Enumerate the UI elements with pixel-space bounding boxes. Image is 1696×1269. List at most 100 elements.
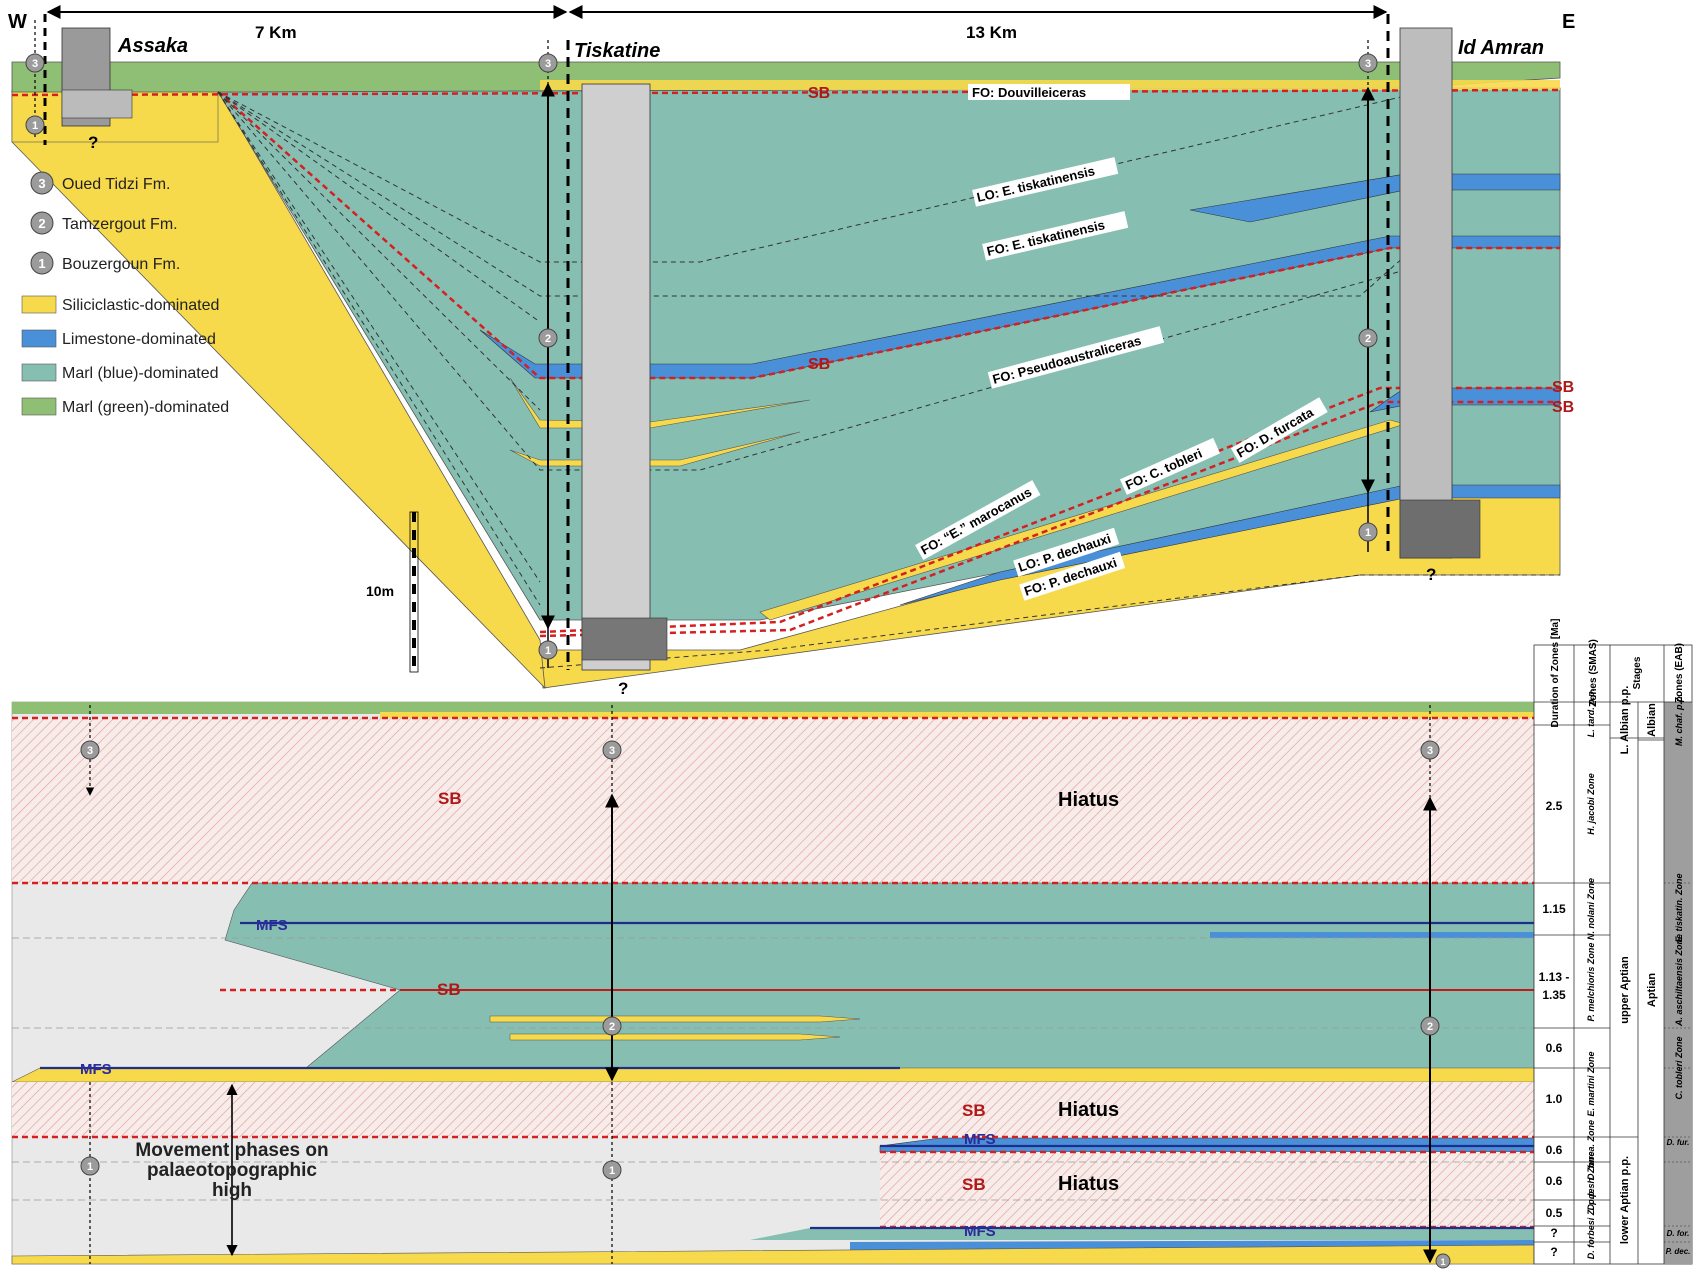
svg-text:1: 1 (87, 1161, 93, 1173)
siliciclastic-lens-2 (509, 1033, 841, 1041)
eab-furcata: D. fur. (1667, 1138, 1690, 1147)
hiatus-label-1: Hiatus (1058, 789, 1119, 811)
scale-bar (409, 511, 419, 673)
duration-melchioris-b: 1.35 (1542, 988, 1566, 1002)
limestone-band-middle (479, 235, 1561, 379)
smas-nolani: N. nolani Zone (1586, 878, 1596, 940)
east-label: E (1562, 11, 1575, 33)
sb-label-bottom-1: SB (438, 789, 462, 808)
unknown-mark-assaka: ? (88, 133, 98, 152)
header-stages: Stages (1632, 656, 1643, 689)
legend-swatch-marl-blue (21, 363, 57, 382)
legend-swatch-marl-green (21, 397, 57, 416)
legend: 3 2 1 Oued Tidzi Fm. Tamzergout Fm. Bouz… (21, 171, 229, 416)
legend-siliciclastic: Siliciclastic-dominated (62, 297, 219, 314)
mfs-label-3: MFS (964, 1131, 996, 1148)
formation-markers-bottom (80, 740, 1451, 1269)
bottom-chronostratigraphic-panel (11, 701, 1535, 1265)
hiatus-label-2: Hiatus (1058, 1099, 1119, 1121)
sb-label-top-2: SB (808, 356, 830, 373)
unknown-mark-tiskatine: ? (618, 679, 628, 698)
svg-text:3: 3 (609, 745, 615, 757)
legend-swatch-limestone (21, 329, 57, 348)
duration-nolani: 1.15 (1542, 902, 1566, 916)
eab-tobleri: C. tobleri Zone (1674, 1037, 1684, 1100)
mfs-label-4: MFS (964, 1223, 996, 1240)
legend-swatch-siliciclastic (21, 295, 57, 314)
svg-text:2: 2 (1427, 1021, 1433, 1033)
svg-text:3: 3 (545, 58, 551, 70)
stage-lower-aptian-pp: lower Aptian p.p. (1619, 1156, 1631, 1244)
marl-bottom (750, 1228, 1534, 1240)
top-cross-section (11, 5, 1561, 690)
sb-label-top-4: SB (1552, 399, 1574, 416)
sb-label-top-1: SB (808, 85, 830, 102)
limestone-band-upper (1189, 173, 1561, 223)
svg-text:2: 2 (609, 1021, 615, 1033)
duration-martini-b: 1.0 (1546, 1092, 1563, 1106)
siliciclastic-lens-1 (489, 1015, 861, 1023)
legend-tamzergout: Tamzergout Fm. (62, 216, 178, 233)
sb-label-bottom-4: SB (962, 1175, 986, 1194)
eab-column-shading (1664, 702, 1692, 1264)
sb-label-bottom-3: SB (962, 1101, 986, 1120)
limestone-upper-bottom (1210, 932, 1534, 938)
movement-label-line-1: Movement phases on (135, 1140, 328, 1161)
duration-unknown-2: ? (1550, 1245, 1557, 1259)
siliciclastic-wedge-2 (509, 431, 801, 467)
siliciclastic-band-middle (11, 1067, 1535, 1083)
stage-albian: Albian (1646, 703, 1658, 737)
hiatus-label-3: Hiatus (1058, 1173, 1119, 1195)
section-label-idamran: Id Amran (1458, 37, 1544, 59)
distance-label-7km: 7 Km (255, 23, 297, 42)
formation-markers-top (25, 53, 1378, 660)
zone-table: Duration of Zones [Ma] Zones (SMAS) Stag… (1533, 619, 1693, 1265)
stage-lower-albian-pp: L. Albian p.p. (1619, 686, 1631, 755)
eab-forbesi: D. for. (1667, 1229, 1690, 1238)
svg-text:1: 1 (1365, 527, 1371, 539)
hiatus-middle (12, 1082, 1534, 1137)
svg-text:1: 1 (609, 1165, 615, 1177)
legend-formation-num-1: 1 (38, 256, 45, 271)
header-eab: Zones (EAB) (1674, 643, 1685, 703)
distance-label-13km: 13 Km (966, 23, 1017, 42)
mfs-label-2: MFS (80, 1061, 112, 1078)
legend-bouzergoun: Bouzergoun Fm. (62, 256, 180, 273)
stage-upper-aptian: upper Aptian (1619, 956, 1631, 1024)
header-duration: Duration of Zones [Ma] (1550, 619, 1561, 728)
legend-formation-num-3: 3 (38, 176, 45, 191)
sequence-boundary-top (11, 88, 1561, 97)
header-smas: Zones (SMAS) (1588, 639, 1599, 707)
smas-furcata: D. furca. Zone (1586, 1120, 1596, 1180)
svg-text:1: 1 (32, 120, 38, 132)
eab-tiskatinensis: E. tiskatin. Zone (1674, 873, 1684, 942)
legend-marl-blue: Marl (blue)-dominated (62, 365, 219, 382)
limestone-band-basal (899, 484, 1561, 606)
legend-marl-green: Marl (green)-dominated (62, 399, 229, 416)
assaka-column (34, 14, 133, 145)
fo-douvilleiceras: FO: Douvilleiceras (972, 85, 1086, 100)
svg-text:3: 3 (87, 745, 93, 757)
duration-furcata: 0.6 (1546, 1143, 1563, 1157)
smas-jacobi: H. jacobi Zone (1586, 773, 1596, 835)
marl-wedge-bottom (224, 882, 1535, 1074)
siliciclastic-wedge-1 (509, 377, 811, 429)
svg-text:2: 2 (1365, 333, 1371, 345)
duration-melchioris-a: 1.13 - (1539, 970, 1570, 984)
duration-jacobi: 2.5 (1546, 799, 1563, 813)
svg-text:3: 3 (32, 58, 38, 70)
smas-martini: E. martini Zone (1586, 1051, 1596, 1116)
duration-martini-a: 0.6 (1546, 1041, 1563, 1055)
scale-label: 10m (366, 583, 394, 599)
section-label-tiskatine: Tiskatine (574, 40, 660, 62)
bottom-yellow-cap (380, 712, 1534, 718)
svg-text:3: 3 (1427, 745, 1433, 757)
section-label-assaka: Assaka (117, 35, 188, 57)
smas-deshayesi: D. desh. Zone (1586, 1151, 1596, 1210)
tiskatine-column (541, 40, 668, 671)
smas-forbesi: D. forbesi Z. p.p. (1586, 1189, 1596, 1260)
hiatus-upper (12, 718, 1534, 883)
duration-deshayesi: 0.6 (1546, 1174, 1563, 1188)
stage-aptian: Aptian (1646, 973, 1658, 1008)
